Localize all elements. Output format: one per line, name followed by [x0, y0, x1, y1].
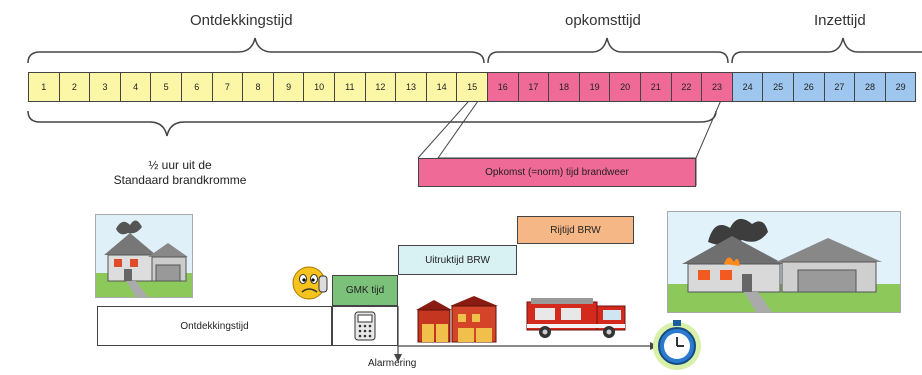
timeline-cell: 20 — [609, 72, 641, 102]
timeline-cell: 2 — [58, 72, 91, 102]
fire-station-icon — [416, 296, 498, 343]
house-icon — [96, 220, 192, 297]
timeline-cell: 25 — [762, 72, 794, 102]
opkomst-norm-block: Opkomst (=norm) tijd brandweer — [418, 158, 696, 187]
timeline-cell: 18 — [548, 72, 580, 102]
timeline-cell: 3 — [89, 72, 121, 102]
timeline-cell: 12 — [364, 72, 397, 102]
timeline-cell: 28 — [854, 72, 886, 102]
fire-truck-icon — [526, 298, 626, 338]
stopwatch — [650, 316, 704, 375]
timeline-cell: 10 — [303, 72, 335, 102]
timeline-cell: 16 — [487, 72, 519, 102]
stopwatch-icon — [653, 320, 701, 370]
timeline-cell: 26 — [793, 72, 825, 102]
timeline-cell: 19 — [578, 72, 611, 102]
ontdekkingstijd-block: Ontdekkingstijd — [97, 306, 332, 346]
brace-inzet — [731, 37, 922, 64]
worried-face-icon — [292, 266, 328, 300]
timeline-cell: 24 — [731, 72, 764, 102]
phase-title-opkomst: opkomsttijd — [565, 12, 641, 29]
timeline-cell: 1 — [28, 72, 60, 102]
caption-line-2: Standaard brandkromme — [113, 173, 247, 187]
timeline-cell: 27 — [823, 72, 856, 102]
timeline-cell: 17 — [517, 72, 550, 102]
timeline-cell: 14 — [425, 72, 458, 102]
timeline-cell: 6 — [181, 72, 213, 102]
brace-bottom — [27, 110, 717, 137]
caption-brandkromme: ½ uur uit de Standaard brandkromme — [80, 158, 280, 188]
gmk-phone-block — [332, 306, 398, 346]
timeline-cell: 13 — [395, 72, 427, 102]
uitruktijd-block: Uitruktijd BRW — [398, 245, 517, 275]
timeline-cell: 9 — [272, 72, 305, 102]
worried-face — [290, 262, 330, 307]
alarmering-label: Alarmering — [368, 358, 417, 369]
rijtijd-block: Rijtijd BRW — [517, 216, 634, 244]
burning-house-icon — [668, 218, 900, 312]
fire-station — [414, 296, 498, 349]
timeline-cell: 29 — [884, 72, 917, 102]
timeline-cell: 4 — [119, 72, 152, 102]
caption-line-1: ½ uur uit de — [148, 158, 212, 172]
telephone-icon — [354, 311, 376, 341]
timeline-cell: 8 — [242, 72, 274, 102]
gmk-block: GMK tijd — [332, 275, 398, 306]
timeline-cell: 22 — [670, 72, 703, 102]
timeline-cell: 15 — [456, 72, 488, 102]
timeline-cell: 5 — [150, 72, 182, 102]
phase-title-inzet: Inzettijd — [814, 12, 866, 29]
phase-title-ontdekking: Ontdekkingstijd — [190, 12, 293, 29]
timeline-cell: 21 — [640, 72, 672, 102]
house-picture — [95, 214, 193, 298]
burning-house-picture — [667, 211, 901, 313]
brace-ontdekking — [27, 37, 485, 64]
timeline-cell: 11 — [334, 72, 366, 102]
brace-opkomst — [487, 37, 729, 64]
fire-truck — [525, 296, 629, 345]
timeline-cell: 7 — [211, 72, 244, 102]
timeline-cell: 23 — [701, 72, 733, 102]
